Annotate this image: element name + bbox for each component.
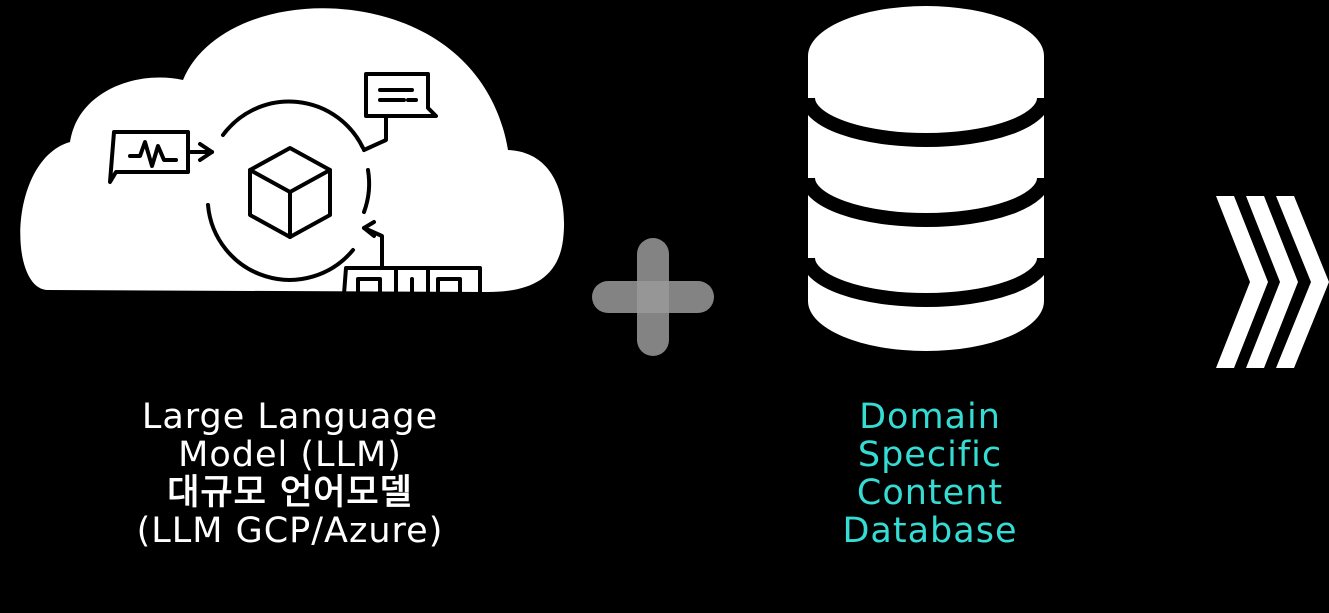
next-arrow [1212,196,1329,368]
plus-icon [592,238,714,356]
llm-label-line-1: Large Language [141,397,439,437]
database-illustration [808,6,1044,351]
llm-label-line-4: (LLM GCP/Azure) [136,511,444,551]
database-label-line-2: Specific [857,435,1003,475]
database-label-line-3: Content [856,473,1004,513]
llm-label: Large Language Model (LLM) 대규모 언어모델 (LLM… [70,398,510,550]
cloud-llm-icon [20,8,565,308]
chevrons-right-icon [1216,196,1329,368]
llm-cloud-illustration [8,0,568,380]
llm-label-korean: 대규모 언어모델 [167,473,413,513]
database-label: Domain Specific Content Database [820,398,1040,550]
plus-operator [592,238,714,356]
llm-label-line-2: Model (LLM) [178,435,402,475]
database-label-line-4: Database [842,511,1018,551]
database-label-line-1: Domain [859,397,1001,437]
database-icon [808,6,1044,351]
